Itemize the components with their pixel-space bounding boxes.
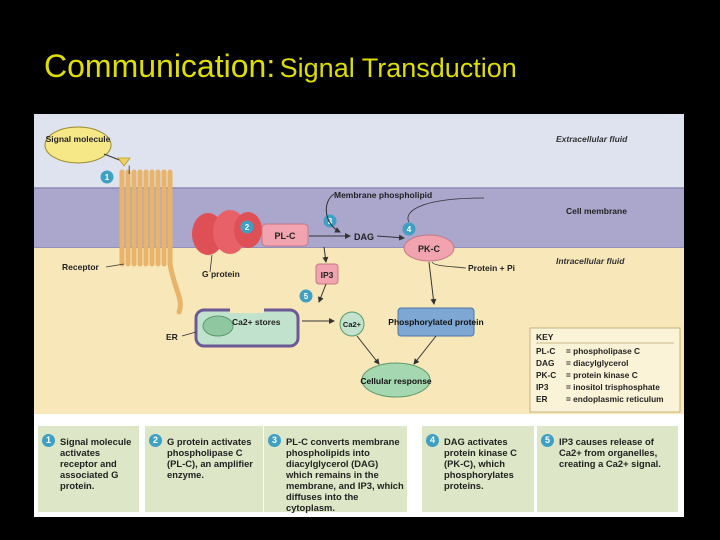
er-stores-label: Ca2+ stores — [232, 317, 281, 327]
step-number: 5 — [541, 434, 554, 447]
step-2: 2 G protein activates phospholipase C (P… — [145, 426, 263, 512]
dag-label: DAG — [354, 232, 374, 242]
step-text: IP3 causes release of Ca2+ from organell… — [559, 436, 661, 469]
step-text: G protein activates phospholipase C (PL-… — [167, 436, 253, 480]
svg-text:3: 3 — [328, 217, 333, 226]
signal-transduction-figure: Signal molecule | 1 2 3 4 5 Extracellula… — [34, 114, 684, 517]
step-3: 3 PL-C converts membrane phospholipids i… — [264, 426, 407, 513]
step-number: 2 — [149, 434, 162, 447]
key-abbr: DAG — [536, 358, 554, 368]
step-text: PL-C converts membrane phospholipids int… — [286, 436, 404, 513]
key-meaning: = diacylglycerol — [566, 358, 629, 368]
step-number: 3 — [268, 434, 281, 447]
step-text: Signal molecule activates receptor and a… — [60, 436, 132, 491]
pathway-diagram: Signal molecule | 1 2 3 4 5 Extracellula… — [34, 114, 684, 414]
svg-text:2: 2 — [245, 223, 250, 232]
key-box: KEY PL-C = phospholipase C DAG = diacylg… — [529, 327, 681, 413]
key-abbr: ER — [536, 394, 548, 404]
ip3-box — [315, 263, 339, 285]
cell-membrane-label: Cell membrane — [566, 206, 627, 216]
cellular-response — [361, 362, 431, 398]
protein-pi-label: Protein + Pi — [468, 263, 515, 273]
step-text: DAG activates protein kinase C (PK-C), w… — [444, 436, 517, 491]
receptor — [119, 169, 173, 267]
key-abbr: PK-C — [536, 370, 556, 380]
cellular-response-label: Cellular response — [360, 376, 432, 386]
pkc-label: PK-C — [418, 244, 440, 254]
key-heading: KEY — [536, 332, 554, 342]
plc-box — [261, 223, 309, 247]
slide-title: Communication: Signal Transduction — [44, 48, 517, 85]
calcium-label: Ca2+ — [343, 320, 362, 329]
step-descriptions: 1 Signal molecule activates receptor and… — [34, 412, 684, 517]
key-meaning: = endoplasmic reticulum — [566, 394, 664, 404]
svg-text:1: 1 — [105, 173, 110, 182]
svg-text:4: 4 — [407, 225, 412, 234]
step-number: 4 — [426, 434, 439, 447]
key-meaning: = phospholipase C — [566, 346, 640, 356]
extracellular-label: Extracellular fluid — [556, 134, 628, 144]
key-abbr: PL-C — [536, 346, 555, 356]
signal-molecule-label: Signal molecule — [46, 134, 111, 144]
slide-title-bold: Communication: — [44, 48, 276, 84]
plc-label: PL-C — [275, 231, 296, 241]
svg-text:5: 5 — [304, 292, 309, 301]
ip3-label: IP3 — [321, 270, 334, 280]
intracellular-label: Intracellular fluid — [556, 256, 625, 266]
pkc-shape — [403, 234, 455, 262]
key-meaning: = inositol trisphosphate — [566, 382, 660, 392]
step-5: 5 IP3 causes release of Ca2+ from organe… — [537, 426, 678, 512]
membrane-phospholipid-label: Membrane phospholipid — [334, 190, 432, 200]
slide-title-rest: Signal Transduction — [279, 53, 517, 83]
calcium-ion — [339, 311, 365, 337]
ligand — [117, 157, 131, 167]
step-number-markers: 1 2 3 4 5 — [100, 170, 416, 303]
step-4: 4 DAG activates protein kinase C (PK-C),… — [422, 426, 534, 512]
key-meaning: = protein kinase C — [566, 370, 638, 380]
signal-molecule — [44, 126, 112, 164]
g-protein-label: G protein — [202, 269, 240, 279]
step-number: 1 — [42, 434, 55, 447]
key-abbr: IP3 — [536, 382, 549, 392]
receptor-label: Receptor — [62, 262, 100, 272]
svg-text:|: | — [128, 164, 130, 174]
er-label: ER — [166, 332, 178, 342]
phosphorylated-protein-label: Phosphorylated protein — [388, 317, 483, 327]
step-1: 1 Signal molecule activates receptor and… — [38, 426, 139, 512]
